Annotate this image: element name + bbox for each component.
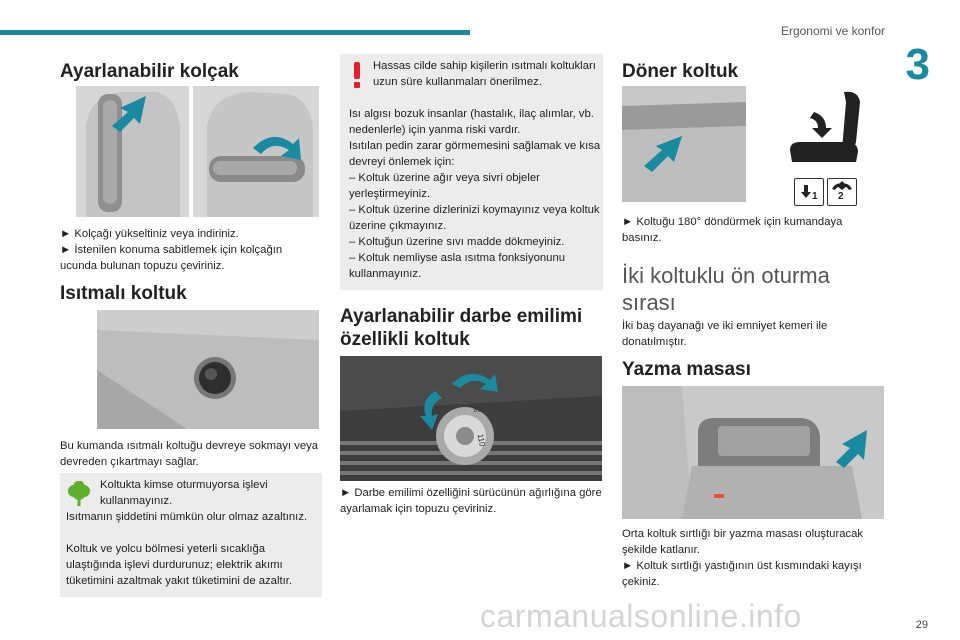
armrest-step-1: ► Kolçağı yükseltiniz veya indiriniz. (60, 228, 239, 240)
watermark: carmanualsonline.info (480, 598, 802, 634)
swivel-key-2-label: 2 (838, 191, 844, 202)
warning-line-6: – Koltuğun üzerine sıvı madde dökmeyiniz… (349, 236, 565, 248)
eco-note-line-2: Isıtmanın şiddetini mümkün olur olmaz az… (66, 511, 308, 523)
eco-note-box: Koltukta kimse oturmuyorsa işlevi kullan… (60, 473, 322, 597)
heated-seat-photo (97, 310, 319, 429)
armrest-photo-lock (193, 86, 319, 217)
writing-table-photo (622, 386, 884, 519)
page-number: 29 (915, 619, 928, 631)
writing-table-title: Yazma masası (622, 359, 751, 380)
bench-seat-title: İki koltuklu ön oturma sırası (622, 263, 830, 315)
warning-line-4: – Koltuk üzerine ağır veya sivri objeler… (349, 172, 540, 200)
suspension-seat-photo: 90 110 (340, 356, 602, 481)
swivel-key-1-label: 1 (812, 191, 818, 202)
armrest-photo-raise (76, 86, 189, 217)
eco-note-line-1: Koltukta kimse oturmuyorsa işlevi kullan… (100, 479, 268, 507)
writing-table-line-1: Orta koltuk sırtlığı bir yazma masası ol… (622, 528, 864, 556)
warning-line-3: Isıtılan pedin zarar görmemesini sağlama… (349, 140, 601, 168)
suspension-seat-text: ► Darbe emilimi özelliğini sürücünün ağı… (340, 487, 602, 515)
armrest-instructions: ► Kolçağı yükseltiniz veya indiriniz. ► … (60, 226, 322, 274)
dial-label-90: 90 (473, 405, 482, 414)
writing-table-line-2: ► Koltuk sırtlığı yastığının üst kısmınd… (622, 560, 862, 588)
swivel-seat-title: Döner koltuk (622, 61, 739, 82)
warning-exclamation-icon (352, 62, 362, 88)
swivel-key-1: 1 (794, 178, 824, 206)
bench-seat-text: İki baş dayanağı ve iki emniyet kemeri i… (622, 320, 828, 348)
dial-label-110: 110 (476, 433, 487, 448)
warning-line-1: Hassas cilde sahip kişilerin ısıtmalı ko… (373, 60, 596, 88)
chapter-number: 3 (905, 40, 930, 89)
warning-line-2: Isı algısı bozuk insanlar (hastalık, ila… (349, 108, 594, 136)
swivel-seat-photo (622, 86, 746, 202)
warning-box: Hassas cilde sahip kişilerin ısıtmalı ko… (340, 54, 603, 290)
section-title: Ergonomi ve konfor (780, 24, 885, 38)
writing-table-text: Orta koltuk sırtlığı bir yazma masası ol… (622, 526, 884, 590)
heated-seat-title: Isıtmalı koltuk (60, 283, 187, 304)
header-accent-bar (0, 30, 470, 35)
swivel-seat-text: ► Koltuğu 180° döndürmek için kumandaya … (622, 216, 843, 244)
heated-seat-text: Bu kumanda ısıtmalı koltuğu devreye sokm… (60, 440, 319, 468)
warning-line-7: – Koltuk nemliyse asla ısıtma fonksiyonu… (349, 252, 566, 280)
swivel-key-2: 2 (827, 178, 857, 206)
eco-note-line-3: Koltuk ve yolcu bölmesi yeterli sıcaklığ… (66, 543, 293, 587)
suspension-seat-title: Ayarlanabilir darbe emilimi özellikli ko… (340, 306, 583, 350)
armrest-title: Ayarlanabilir kolçak (60, 61, 239, 82)
swivel-seat-icon (786, 88, 870, 172)
armrest-step-2: ► İstenilen konuma sabitlemek için kolça… (60, 244, 283, 272)
warning-line-5: – Koltuk üzerine dizlerinizi koymayınız … (349, 204, 600, 232)
eco-leaf-icon (67, 481, 91, 507)
